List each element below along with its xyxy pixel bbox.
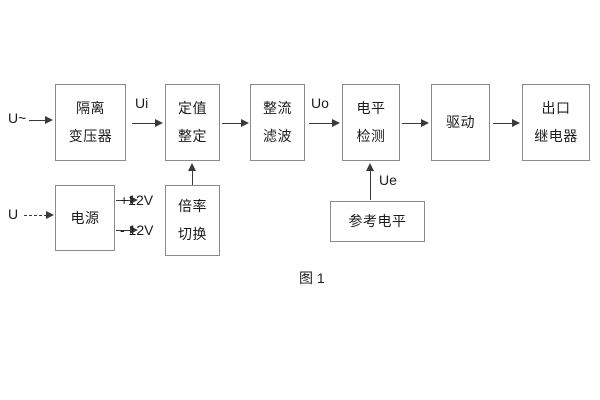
arrow-shaft [370,170,371,200]
label-rail-negative: - 12V [120,222,154,238]
block-multiplier-switch[interactable]: 倍率 切换 [165,185,220,256]
block-label-line1: 电源 [70,209,100,226]
arrow-head [130,196,138,204]
arrow-shaft [402,123,422,124]
arrow-shaft [192,170,193,185]
block-label-line2: 切换 [178,226,207,242]
block-label-line1: 隔离 [76,100,105,117]
label-rail-positive: +12V [120,192,154,208]
arrow-multiplier-to-setting [188,163,197,185]
arrow-head [46,211,54,219]
label-ue: Ue [379,172,397,188]
block-output-relay[interactable]: 出口 继电器 [522,84,590,161]
block-label-line1: 出口 [541,100,571,117]
arrow-head [421,119,429,127]
block-rectify-filter[interactable]: 整流 滤波 [250,84,305,161]
label-uo: Uo [311,95,329,111]
arrow-head [130,226,138,234]
arrow-head [512,119,520,127]
arrow-head [332,119,340,127]
arrow-head [366,163,374,171]
block-level-detection[interactable]: 电平 检测 [342,84,400,161]
block-drive[interactable]: 驱动 [431,84,490,161]
arrow-shaft [29,120,46,121]
arrow-head [241,119,249,127]
arrow-rectify-to-level-detection [309,119,340,128]
arrow-isolation-to-setting [132,119,163,128]
dc-input-label: U [8,206,19,222]
arrow-shaft [24,215,47,216]
arrow-head [45,116,53,124]
arrow-input-to-power-supply [24,211,54,220]
arrow-reference-to-level-detection [366,163,375,200]
block-setting-value[interactable]: 定值 整定 [165,84,220,161]
arrow-setting-to-rectify [222,119,249,128]
block-label-line2: 滤波 [263,128,292,144]
arrow-shaft [222,123,242,124]
block-power-supply[interactable]: 电源 [55,185,115,251]
arrow-shaft [132,123,156,124]
block-label-line2: 整定 [178,128,207,144]
block-label-line2: 继电器 [534,128,578,144]
block-label-line2: 检测 [356,128,386,144]
block-reference-level[interactable]: 参考电平 [330,201,425,242]
block-label-line1: 驱动 [446,114,475,131]
arrow-shaft [309,123,333,124]
arrow-rail-positive [116,196,138,205]
arrow-drive-to-output-relay [493,119,520,128]
block-label-line1: 电平 [356,100,386,117]
arrow-input-to-isolation-transformer [29,116,53,125]
figure-caption: 图 1 [299,270,325,286]
block-label-line2: 变压器 [68,128,113,144]
ac-input-label: U~ [8,110,27,126]
block-label-line1: 整流 [263,100,292,117]
label-ui: Ui [135,95,149,111]
block-label-line1: 定值 [178,100,207,117]
arrow-shaft [116,200,131,201]
arrow-level-detection-to-drive [402,119,429,128]
arrow-head [188,163,196,171]
block-label-line1: 参考电平 [348,213,407,230]
arrow-rail-negative [116,226,138,235]
arrow-shaft [493,123,513,124]
block-isolation-transformer[interactable]: 隔离 变压器 [55,84,126,161]
arrow-head [155,119,163,127]
block-label-line1: 倍率 [178,198,207,215]
arrow-shaft [116,230,131,231]
